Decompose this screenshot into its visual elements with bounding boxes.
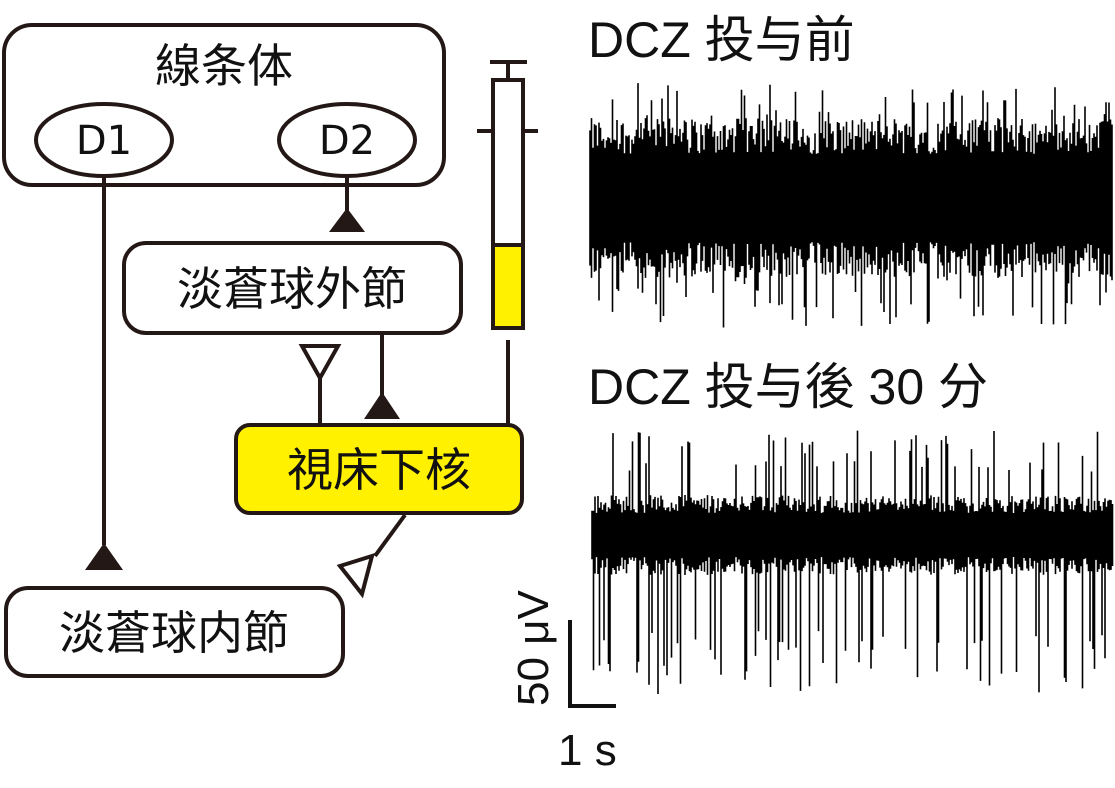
d2-gpe-inhibitory-synapse	[329, 208, 365, 232]
trace-after-label: DCZ 投与後 30 分	[588, 359, 988, 415]
stn-gpi-line	[373, 513, 407, 558]
gpe-label: 淡蒼球外節	[177, 262, 407, 316]
trace-before	[589, 83, 1113, 328]
stn-gpe-excitatory-synapse	[298, 344, 342, 383]
scale-voltage-label: 50 μV	[509, 589, 558, 706]
stn-label: 視床下核	[287, 443, 471, 497]
gpe-stn-inhibitory-synapse	[364, 392, 400, 419]
stn-node: 視床下核	[234, 423, 524, 515]
stn-gpi-excitatory-synapse	[336, 553, 375, 599]
stn-box	[234, 423, 524, 515]
trace-before-label: DCZ 投与前	[588, 12, 855, 68]
d1-gpi-inhibitory-synapse	[85, 543, 123, 570]
trace-before-path	[589, 83, 1113, 328]
gpi-label: 淡蒼球内節	[59, 606, 289, 660]
trace-after	[591, 430, 1114, 694]
gpe-box	[122, 241, 463, 335]
scale-bar	[568, 620, 616, 708]
striatum-label: 線条体	[155, 39, 293, 93]
gpi-node: 淡蒼球内節	[4, 586, 345, 678]
trace-after-path	[591, 430, 1114, 694]
gpi-box	[4, 586, 345, 678]
gpe-node: 淡蒼球外節	[122, 241, 463, 335]
d2-label: D2	[319, 118, 375, 164]
scale-time-label: 1 s	[558, 726, 617, 775]
d1-label: D1	[76, 118, 132, 164]
synapses	[85, 208, 400, 599]
syringe-icon	[477, 60, 538, 330]
striatum-node: 線条体 D1 D2	[2, 23, 446, 187]
syringe-drug-fill	[491, 243, 525, 330]
